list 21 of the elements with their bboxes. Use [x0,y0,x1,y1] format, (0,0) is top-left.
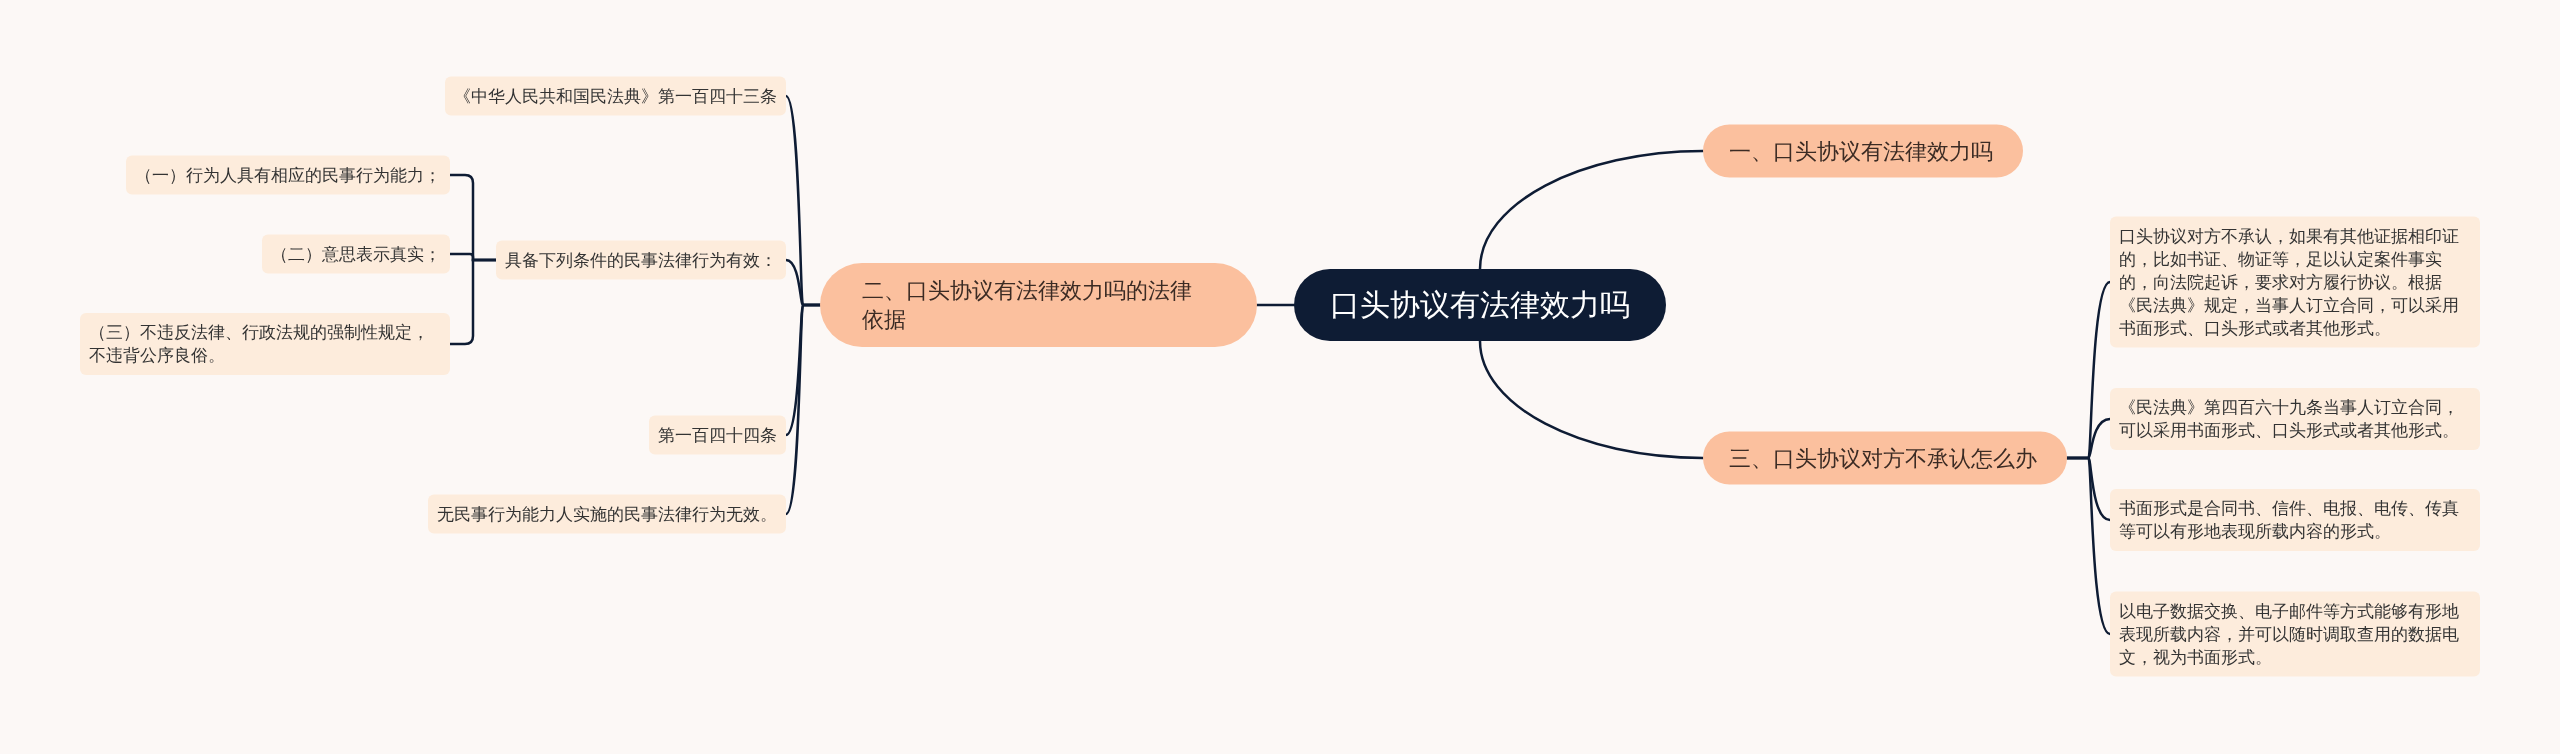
subtopic: 第一百四十四条 [649,415,786,455]
subtopic: 以电子数据交换、电子邮件等方式能够有形地表现所载内容，并可以随时调取查用的数据电文，视为书面形式。 [2110,591,2480,677]
subtopic: 具备下列条件的民事法律行为有效： [496,240,786,280]
subtopic: 无民事行为能力人实施的民事法律行为无效。 [428,494,786,534]
subtopic: （三）不违反法律、行政法规的强制性规定，不违背公序良俗。 [80,313,450,375]
connector-line [1255,303,1296,307]
main-topic: 二、口头协议有法律效力吗的法律依据 [820,263,1257,347]
subtopic: 书面形式是合同书、信件、电报、电传、传真等可以有形地表现所载内容的形式。 [2110,489,2480,551]
subtopic: 口头协议对方不承认，如果有其他证据相印证的，比如书证、物证等，足以认定案件事实的，向法院起诉，要求对方履行协议。根据《民法典》规定，当事人订立合同，可以采用书面形式、口头形式或者其他形式。 [2110,216,2480,348]
connector-line [1478,149,1705,271]
main-topic: 一、口头协议有法律效力吗 [1703,124,2023,178]
subtopic: 《民法典》第四百六十九条当事人订立合同，可以采用书面形式、口头形式或者其他形式。 [2110,388,2480,450]
connector-line [2065,456,2112,636]
subtopic: （一）行为人具有相应的民事行为能力； [126,155,450,195]
central-topic: 口头协议有法律效力吗 [1294,269,1666,341]
connector-line [448,258,498,346]
connector-line [784,303,822,516]
subtopic: 《中华人民共和国民法典》第一百四十三条 [445,76,786,116]
connector-line [1478,339,1705,460]
subtopic: （二）意思表示真实； [262,234,450,274]
main-topic: 三、口头协议对方不承认怎么办 [1703,431,2067,485]
